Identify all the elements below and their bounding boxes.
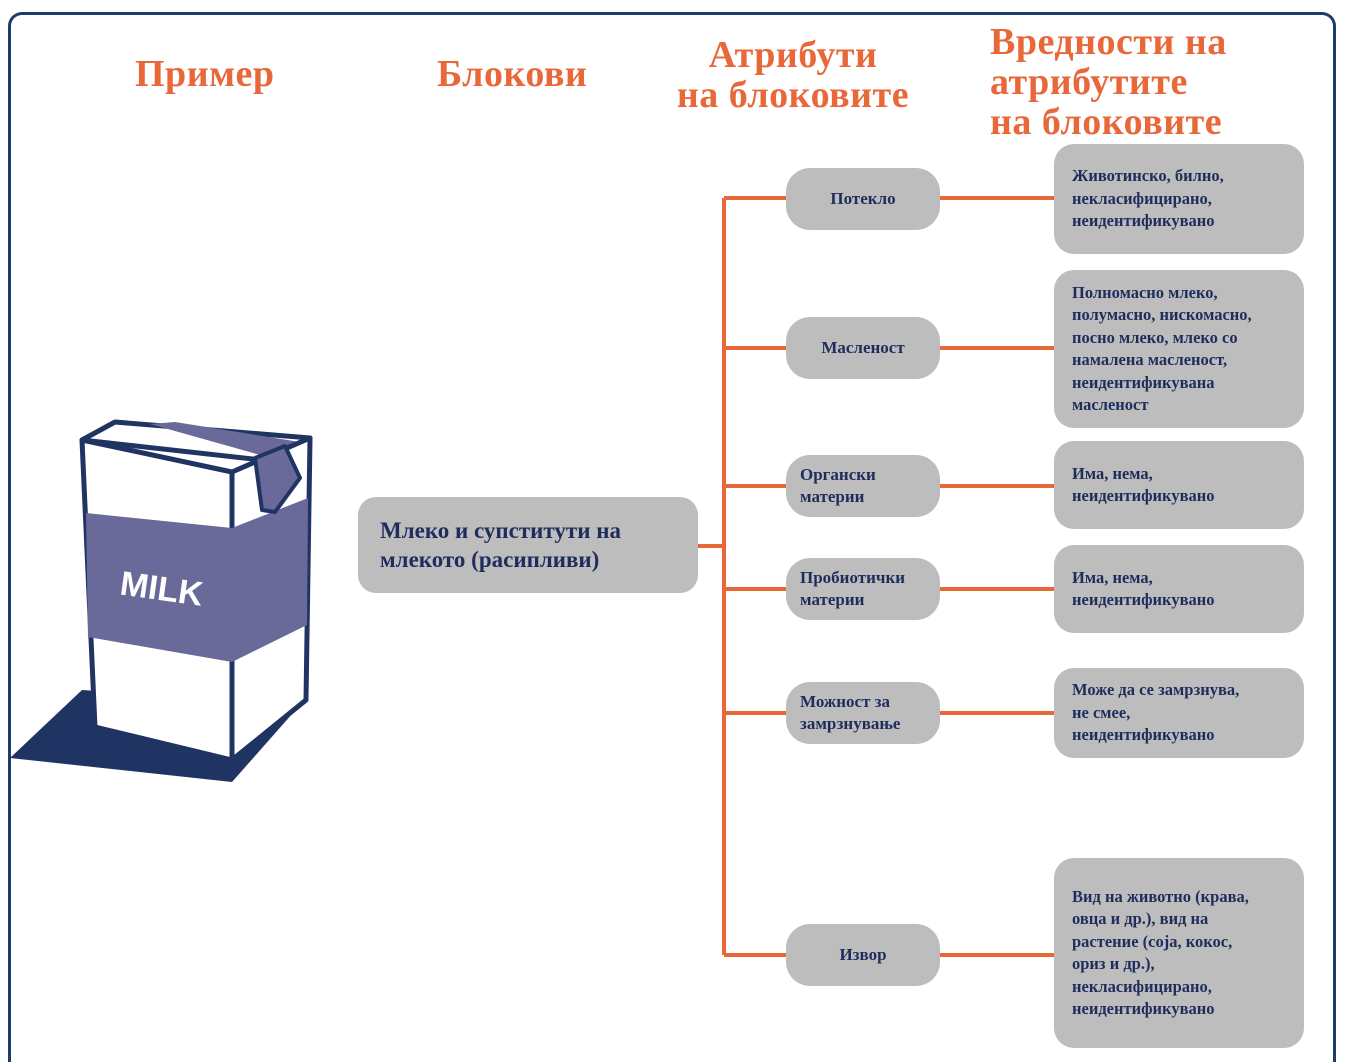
values-origin: Животинско, билно, некласифицирано, неид… — [1054, 144, 1304, 254]
values-probiotic-matter: Има, нема, неидентификувано — [1054, 545, 1304, 633]
attribute-fat-content: Масленост — [786, 317, 940, 379]
heading-example: Пример — [135, 53, 275, 95]
attribute-organic-matter: Органски материи — [786, 455, 940, 517]
diagram-frame — [8, 12, 1336, 1062]
attribute-probiotic-matter: Пробиотички материи — [786, 558, 940, 620]
block-milk-substitutes: Млеко и супститути на млекото (расипливи… — [358, 497, 698, 593]
milk-carton-icon: MILK — [10, 419, 313, 782]
heading-blocks: Блокови — [437, 53, 588, 95]
carton-top-band — [150, 422, 300, 460]
carton-side-band — [232, 498, 308, 662]
values-organic-matter: Има, нема, неидентификувано — [1054, 441, 1304, 529]
heading-values: Вредности на атрибутите на блоковите — [990, 21, 1227, 143]
values-source: Вид на животно (крава, овца и др.), вид … — [1054, 858, 1304, 1048]
attribute-source: Извор — [786, 924, 940, 986]
values-fat-content: Полномасно млеко, полумасно, нискомасно,… — [1054, 270, 1304, 428]
values-freezability: Може да се замрзнува, не смее, неидентиф… — [1054, 668, 1304, 758]
attribute-freezability: Можност за замрзнување — [786, 682, 940, 744]
attribute-origin: Потекло — [786, 168, 940, 230]
heading-attributes: Атрибути на блоковите — [676, 34, 910, 116]
carton-band — [86, 513, 232, 662]
carton-flap — [253, 444, 302, 514]
